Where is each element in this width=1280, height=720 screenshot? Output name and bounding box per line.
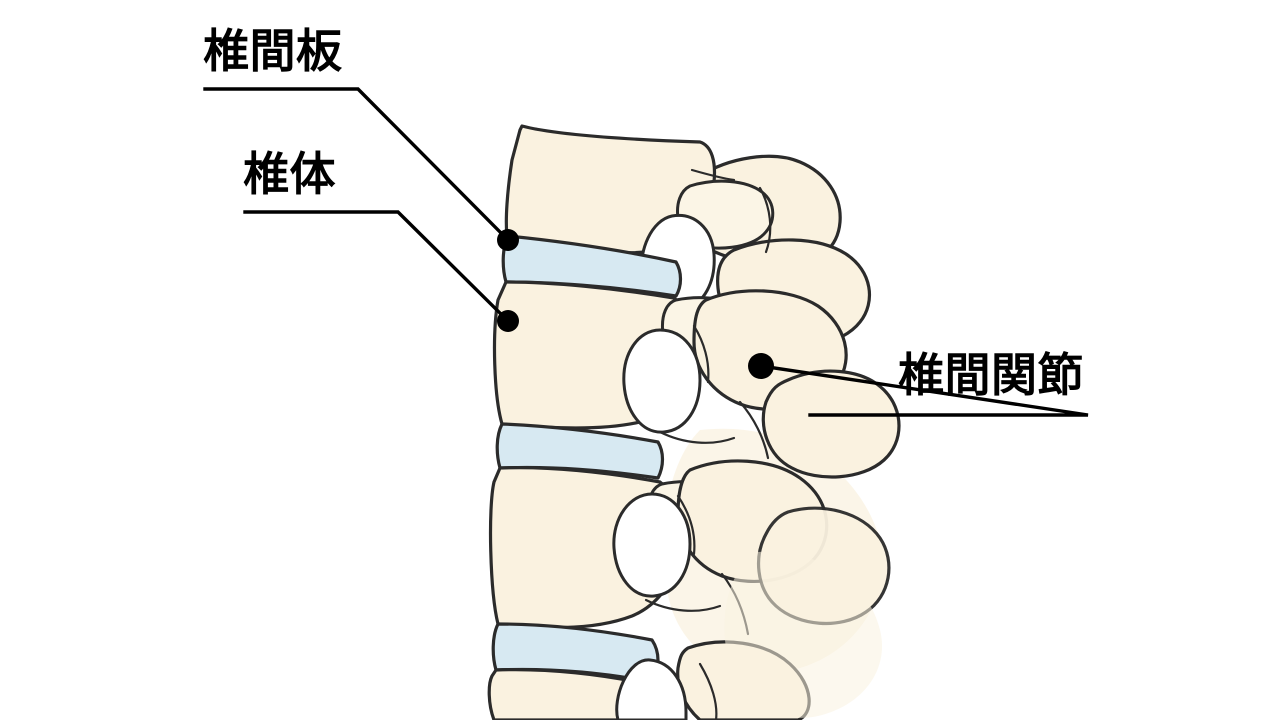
transverse-process-2 [761,369,901,479]
vertebra-2 [492,280,901,479]
arch-detail-2b [658,430,736,444]
intervertebral-foramen-4 [615,658,688,720]
label-intervertebral-disc: 椎間板 [203,24,343,78]
marker-dot-body [497,310,519,332]
leader-line-disc [203,87,511,243]
leader-lines [203,87,1089,417]
arch-detail-3b [644,598,722,612]
intervertebral-disc-1 [501,234,683,298]
disc-1-group [501,234,683,298]
arch-detail-2a [692,324,710,384]
arch-detail-1a [758,186,772,254]
marker-dot-facet [748,353,774,379]
posterior-shading-lower [724,551,883,718]
intervertebral-disc-2 [495,422,665,480]
arch-detail-2c [738,400,770,460]
marker-dot-disc [497,229,519,251]
leader-line-facet [759,364,1089,417]
arch-detail-1b [690,168,736,182]
label-facet-joint: 椎間関節 [898,348,1084,402]
label-vertebral-body: 椎体 [243,147,336,201]
intervertebral-foramen-3 [612,492,692,598]
arch-detail-3a [676,494,696,556]
intervertebral-foramen-2 [622,328,702,434]
disc-2-group [495,422,665,480]
leader-line-body [243,210,511,324]
arch-detail-4a [698,662,718,720]
marker-dots [497,229,774,379]
